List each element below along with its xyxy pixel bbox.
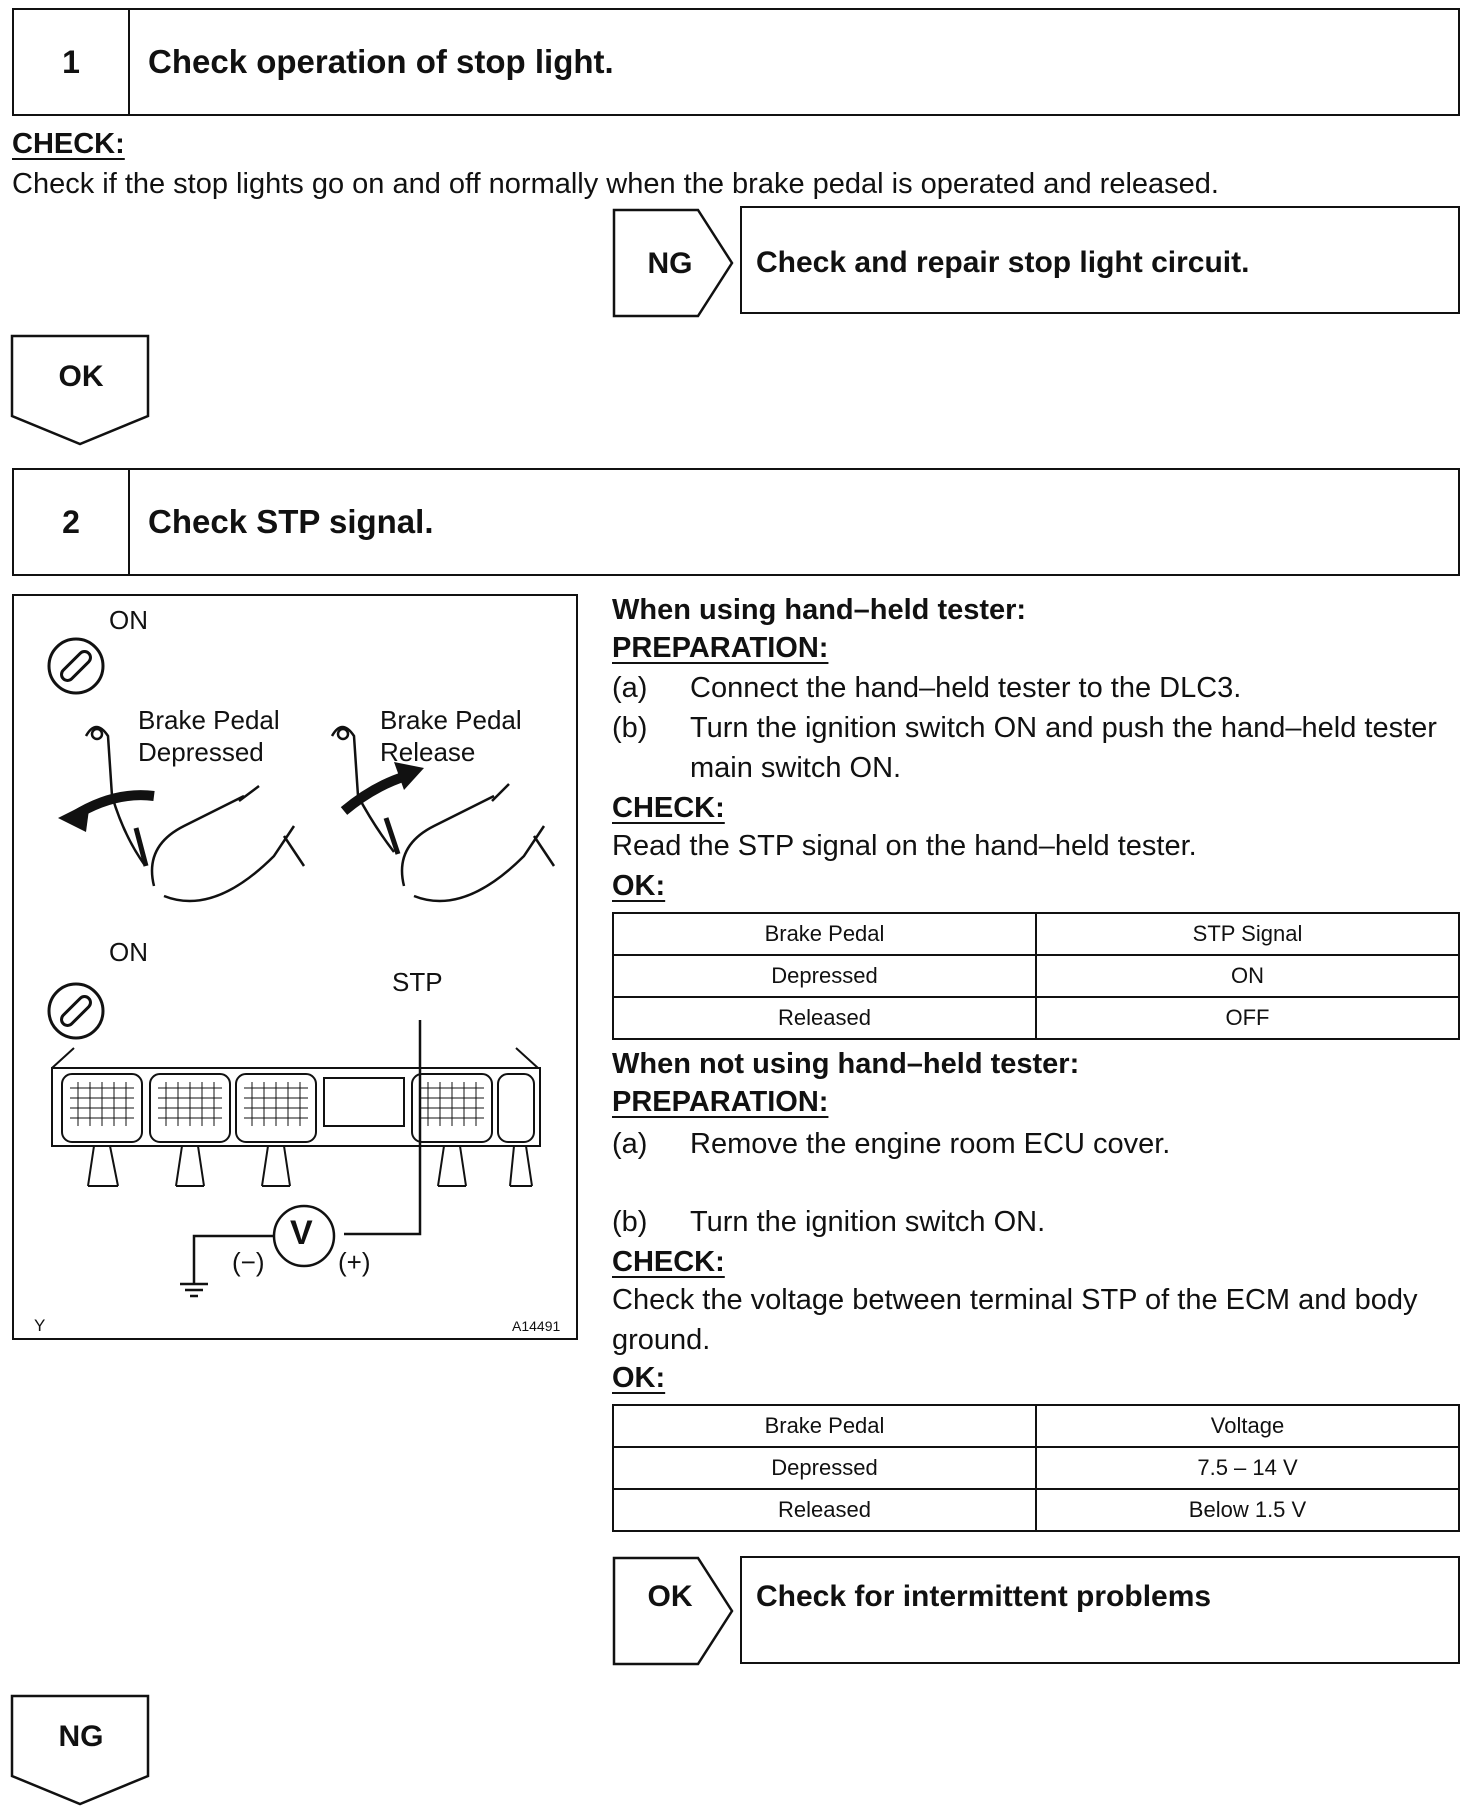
ng-action-box: Check and repair stop light circuit. <box>740 206 1460 314</box>
ng-label: NG <box>647 247 693 280</box>
step-2-header: 2 Check STP signal. <box>12 468 1460 576</box>
item-label: (a) <box>612 1128 648 1160</box>
step-number: 2 <box>14 470 130 574</box>
no-tester-heading: When not using hand–held tester: <box>612 1048 1080 1080</box>
item-label: (a) <box>612 672 648 704</box>
ignition-switch-icon <box>47 637 105 695</box>
tester-spec-table: Brake Pedal STP Signal Depressed ON Rele… <box>612 912 1460 1040</box>
ng-down-arrow-icon <box>10 1694 150 1806</box>
ok-label: OK <box>58 360 104 393</box>
table-header-row: Brake Pedal Voltage <box>612 1404 1460 1448</box>
item-label: (b) <box>612 1206 648 1238</box>
voltmeter-circuit <box>180 1020 422 1298</box>
table-header-cell: STP Signal <box>1035 912 1460 956</box>
corner-label: Y <box>34 1316 46 1335</box>
ok-down-arrow-icon <box>10 334 150 446</box>
tester-check-text: Read the STP signal on the hand–held tes… <box>612 830 1197 862</box>
table-cell: Depressed <box>612 954 1037 998</box>
table-cell: Released <box>612 996 1037 1040</box>
pedal-depressed-label: Brake Pedal Depressed <box>138 705 280 767</box>
tester-check-label: CHECK: <box>612 792 725 824</box>
table-cell: OFF <box>1035 996 1460 1040</box>
tester-prep-label: PREPARATION: <box>612 632 829 664</box>
diagram-figure: ON Brake Pedal Depressed Brake Pedal Rel… <box>12 594 578 1340</box>
table-row: Released OFF <box>612 996 1460 1040</box>
table-cell: Released <box>612 1488 1037 1532</box>
item-text: Turn the ignition switch ON and push the… <box>690 712 1437 784</box>
check-label: CHECK: <box>12 128 125 160</box>
item-text: Connect the hand–held tester to the DLC3… <box>690 672 1242 704</box>
list-item: (a) Connect the hand–held tester to the … <box>612 668 1460 708</box>
minus-label: (−) <box>232 1247 265 1277</box>
table-header-cell: Brake Pedal <box>612 912 1037 956</box>
step-title: Check operation of stop light. <box>148 43 614 80</box>
ignition-on-label: ON <box>109 937 148 967</box>
plus-label: (+) <box>338 1247 371 1277</box>
table-row: Released Below 1.5 V <box>612 1488 1460 1532</box>
voltmeter-v-label: V <box>290 1214 313 1252</box>
table-header-cell: Voltage <box>1035 1404 1460 1448</box>
check-text: Check if the stop lights go on and off n… <box>12 168 1219 200</box>
table-row: Depressed ON <box>612 954 1460 998</box>
list-item: (a) Remove the engine room ECU cover. <box>612 1124 1460 1164</box>
item-text: Turn the ignition switch ON. <box>690 1206 1046 1238</box>
ng-label: NG <box>58 1720 104 1753</box>
no-tester-check-label: CHECK: <box>612 1246 725 1278</box>
item-text: Remove the engine room ECU cover. <box>690 1128 1171 1160</box>
figure-id: A14491 <box>512 1318 561 1334</box>
ok-arrow-icon <box>612 1556 734 1666</box>
no-tester-prep-label: PREPARATION: <box>612 1086 829 1118</box>
table-cell: ON <box>1035 954 1460 998</box>
table-cell: 7.5 – 14 V <box>1035 1446 1460 1490</box>
pedal-release-label: Brake Pedal Release <box>380 705 522 767</box>
voltage-spec-table: Brake Pedal Voltage Depressed 7.5 – 14 V… <box>612 1404 1460 1532</box>
stp-terminal-label: STP <box>392 967 443 997</box>
table-cell: Depressed <box>612 1446 1037 1490</box>
step-title: Check STP signal. <box>148 503 434 540</box>
tester-ok-label: OK: <box>612 870 666 902</box>
tester-heading: When using hand–held tester: <box>612 594 1027 626</box>
step-1-header: 1 Check operation of stop light. <box>12 8 1460 116</box>
table-header-row: Brake Pedal STP Signal <box>612 912 1460 956</box>
ng-arrow-icon <box>612 208 734 318</box>
diagram-drawing <box>47 637 556 1298</box>
ok-action-text: Check for intermittent problems <box>756 1580 1212 1613</box>
no-tester-check-text: Check the voltage between terminal STP o… <box>612 1284 1418 1356</box>
list-item: (b) Turn the ignition switch ON. <box>612 1202 1460 1242</box>
ignition-on-label: ON <box>109 605 148 635</box>
brake-pedal-release-icon <box>330 725 556 903</box>
table-cell: Below 1.5 V <box>1035 1488 1460 1532</box>
list-item: (b) Turn the ignition switch ON and push… <box>612 708 1460 788</box>
brake-pedal-depressed-icon <box>58 725 306 903</box>
ok-action-box: Check for intermittent problems <box>740 1556 1460 1664</box>
ok-label: OK <box>647 1580 693 1613</box>
ecm-connector-icon <box>51 1047 541 1187</box>
step-number: 1 <box>14 10 130 114</box>
table-header-cell: Brake Pedal <box>612 1404 1037 1448</box>
no-tester-ok-label: OK: <box>612 1362 666 1394</box>
ng-action-text: Check and repair stop light circuit. <box>756 246 1250 279</box>
ignition-switch-icon <box>47 982 105 1040</box>
item-label: (b) <box>612 712 648 744</box>
table-row: Depressed 7.5 – 14 V <box>612 1446 1460 1490</box>
